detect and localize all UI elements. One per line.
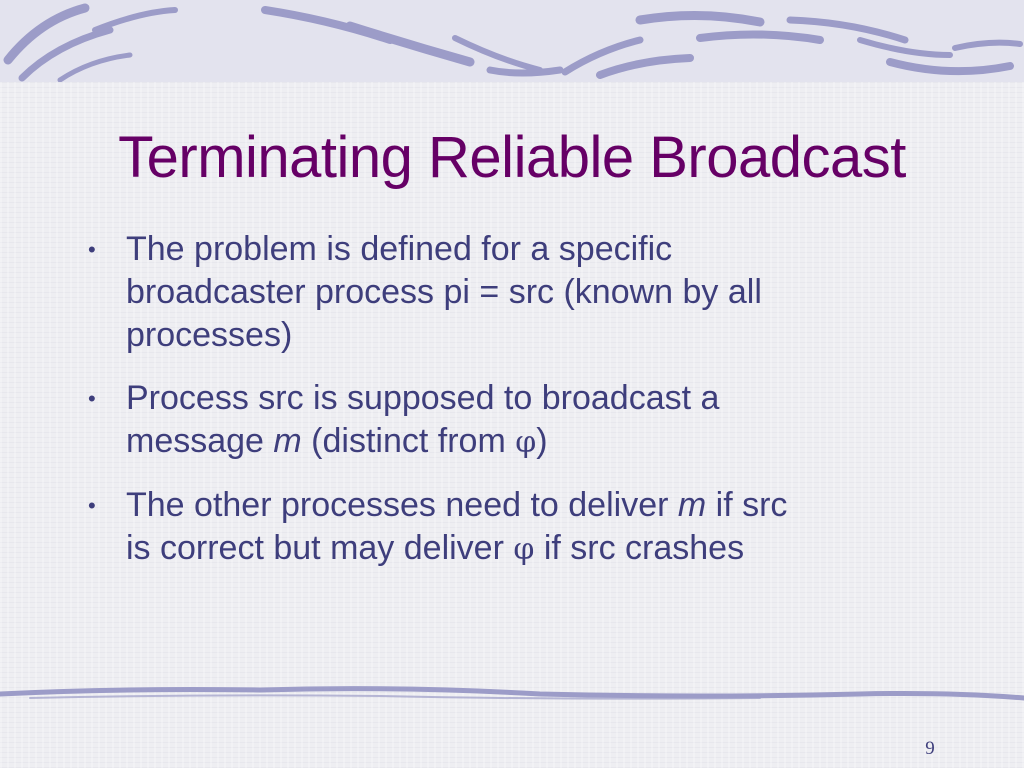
bullet-3-text-b: if src xyxy=(706,486,788,524)
bullet-2-text-a: message xyxy=(126,422,274,460)
bullet-2-text-b: (distinct from xyxy=(301,422,516,460)
bullet-marker: • xyxy=(88,237,96,262)
brush-stroke-decoration xyxy=(3,3,1023,82)
bullet-3-line-1: The other processes need to deliver m if… xyxy=(126,484,946,527)
bullet-item-1: • The problem is defined for a specific … xyxy=(86,228,946,357)
bullet-3-text-c: is correct but may deliver xyxy=(126,529,514,567)
bullet-3-text-d: if src crashes xyxy=(534,529,745,567)
phi-symbol: φ xyxy=(513,532,535,567)
slide-number: 9 xyxy=(925,738,935,759)
top-decorative-band xyxy=(0,0,1024,82)
bullet-2-line-2: message m (distinct from φ) xyxy=(126,420,946,464)
bullet-2-line-1: Process src is supposed to broadcast a xyxy=(126,379,720,417)
bottom-decorative-rule xyxy=(0,680,1024,710)
bullet-2-text-c: ) xyxy=(536,422,548,460)
bullet-3-text-a: The other processes need to deliver xyxy=(126,486,678,524)
slide-title: Terminating Reliable Broadcast xyxy=(118,125,906,190)
bullet-list: • The problem is defined for a specific … xyxy=(86,228,946,571)
bullet-1-line-3: processes) xyxy=(126,316,293,354)
bullet-1-line-1: The problem is defined for a specific xyxy=(126,230,673,268)
bullet-1-line-2: broadcaster process pi = src (known by a… xyxy=(126,273,762,311)
bullet-item-3: • The other processes need to deliver m … xyxy=(86,484,946,571)
bullet-marker: • xyxy=(88,386,96,411)
phi-symbol: φ xyxy=(515,425,537,460)
message-variable-m: m xyxy=(273,422,302,460)
bullet-marker: • xyxy=(88,493,96,518)
message-variable-m: m xyxy=(677,486,707,524)
brush-line-decoration xyxy=(0,686,1024,701)
bullet-item-2: • Process src is supposed to broadcast a… xyxy=(86,377,946,464)
bullet-3-line-2: is correct but may deliver φ if src cras… xyxy=(126,527,946,571)
